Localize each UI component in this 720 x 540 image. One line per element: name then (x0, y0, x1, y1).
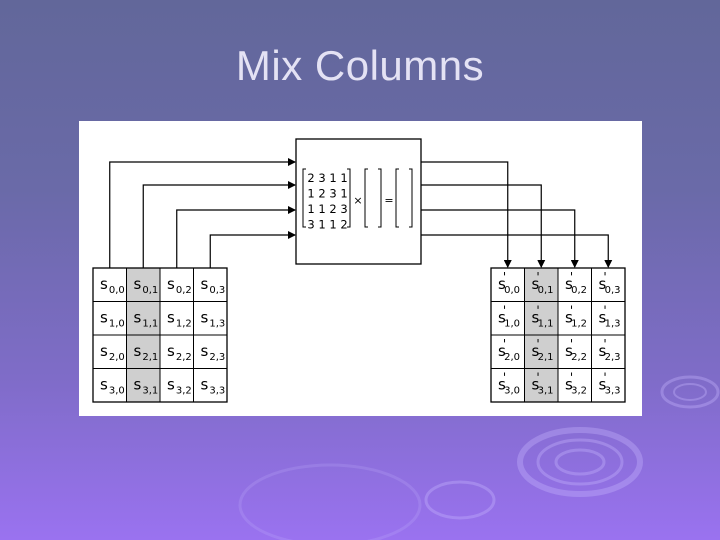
matrix-entry: 3 (307, 218, 314, 232)
matrix-entry: 3 (329, 187, 336, 201)
output-arrow (421, 234, 613, 268)
output-vector-right-bracket (409, 168, 413, 228)
output-cell (557, 301, 592, 336)
output-cell (591, 368, 626, 403)
output-cell (591, 334, 626, 369)
output-arrow (421, 184, 546, 268)
matrix-entry: 1 (307, 187, 314, 201)
output-cell (490, 267, 525, 302)
times-symbol: × (353, 194, 362, 207)
input-vector-left-bracket (364, 168, 368, 228)
matrix-entry: 1 (329, 218, 336, 232)
matrix-entry: 1 (340, 171, 347, 185)
matrix-entry: 2 (318, 187, 325, 201)
matrix-entry: 1 (329, 171, 336, 185)
matrix-entry: 1 (318, 202, 325, 216)
output-cell (591, 301, 626, 336)
output-cell (557, 334, 592, 369)
input-arrow (142, 181, 296, 268)
input-vector-right-bracket (378, 168, 382, 228)
output-cell (557, 368, 592, 403)
mix-box (295, 138, 422, 265)
output-arrow (421, 209, 579, 268)
matrix-entry: 3 (340, 202, 347, 216)
output-arrow (421, 161, 512, 268)
matrix-right-bracket (347, 168, 351, 228)
matrix-entry: 2 (307, 171, 314, 185)
input-cell (193, 334, 228, 369)
input-cell (193, 267, 228, 302)
input-cell (159, 267, 194, 302)
slide-title: Mix Columns (235, 42, 485, 89)
matrix-entry: 3 (318, 171, 325, 185)
input-cell (159, 334, 194, 369)
matrix-entry: 2 (329, 202, 336, 216)
output-cell (524, 334, 559, 369)
output-grid-border (490, 267, 626, 403)
input-arrow (109, 158, 296, 268)
matrix-entry: 1 (340, 187, 347, 201)
input-cell (159, 368, 194, 403)
input-grid-border (92, 267, 228, 403)
equals-symbol: = (384, 194, 393, 207)
matrix-left-bracket (302, 168, 306, 228)
matrix-entry: 1 (318, 218, 325, 232)
output-vector-left-bracket (395, 168, 399, 228)
output-cell (591, 267, 626, 302)
input-cell (126, 267, 161, 302)
matrix-entry: 2 (340, 218, 347, 232)
matrix-entry: 1 (307, 202, 314, 216)
input-arrow (176, 206, 296, 268)
input-arrow (209, 231, 296, 268)
